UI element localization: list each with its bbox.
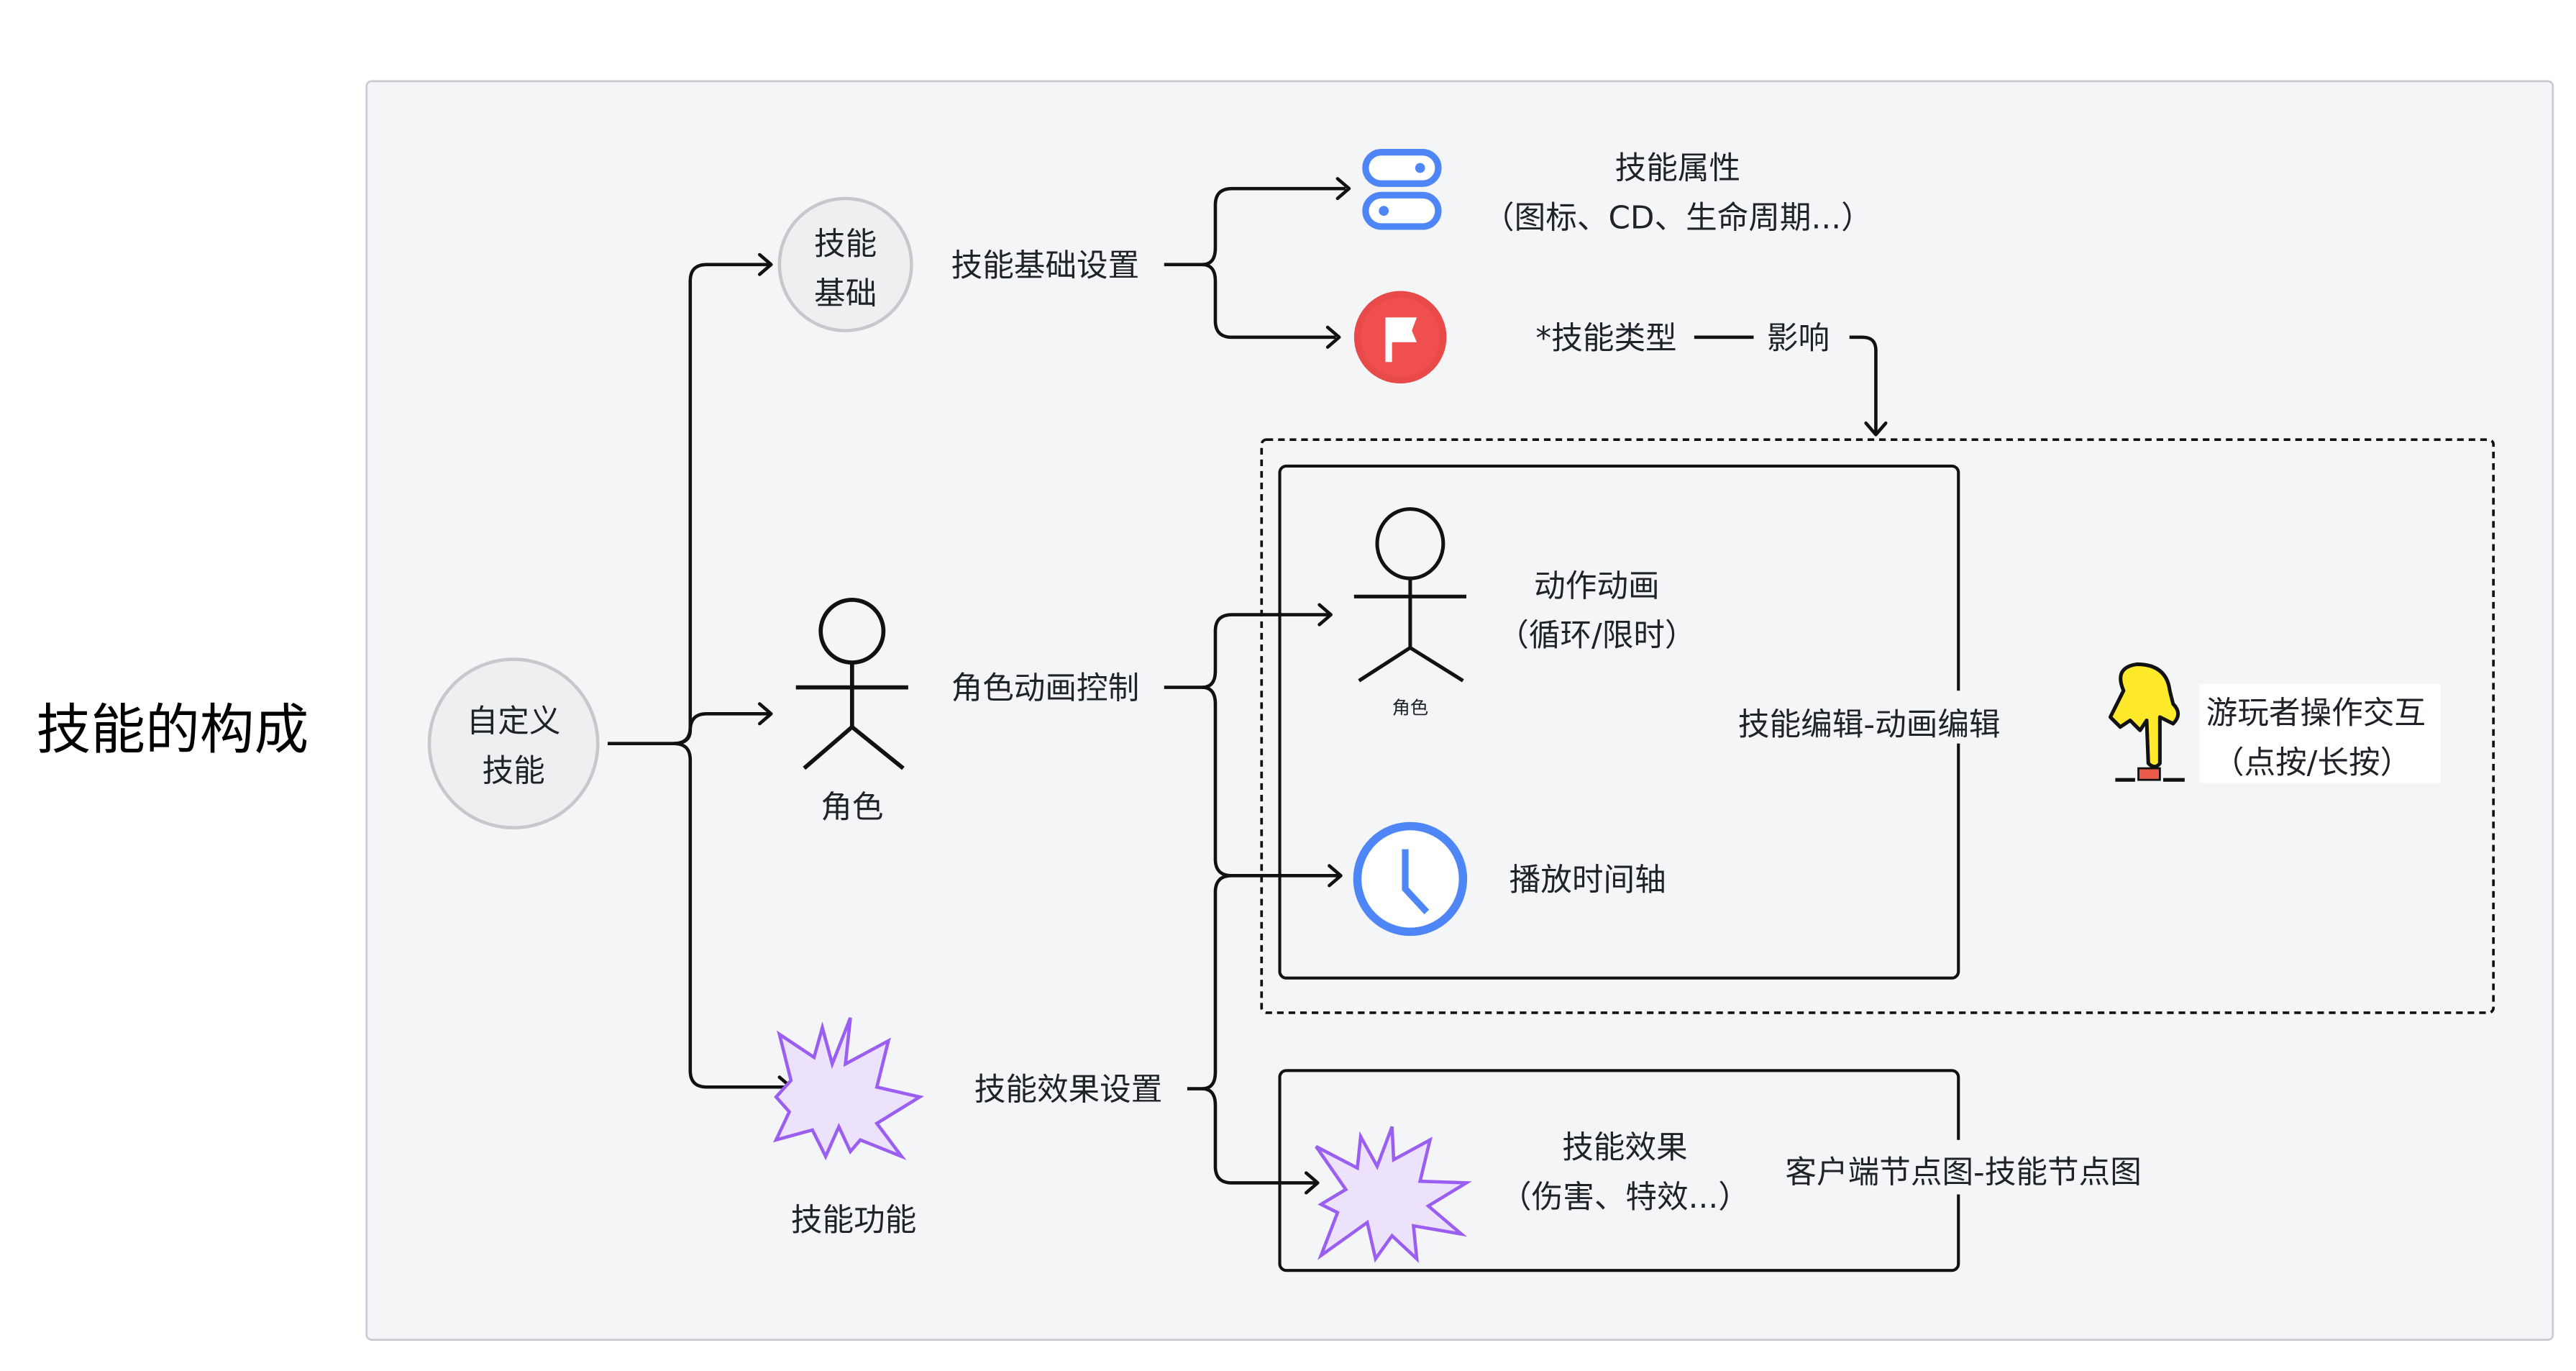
attributes-detail: （图标、CD、生命周期...） [1483,200,1873,236]
clock-icon [1353,821,1468,937]
figure-caption: 角色 [1392,697,1429,718]
starburst-icon[interactable] [772,1016,924,1161]
arrowhead [1304,1171,1320,1195]
influence-label: 影响 [1767,321,1830,357]
action-animation-detail: （循环/限时） [1497,618,1696,654]
arrowhead [1335,177,1351,201]
root-node-label-2: 技能 [482,753,544,789]
function-branch-label: 技能效果设置 [974,1072,1163,1108]
pointing-hand-icon [2108,662,2185,782]
attributes-title: 技能属性 [1615,150,1740,186]
arrowhead [1864,421,1888,437]
arrowhead [1317,603,1333,627]
animation-box-title-bg [1724,691,2015,744]
skill-effect-title: 技能效果 [1562,1130,1687,1166]
animation-box-title: 技能编辑-动画编辑 [1738,707,2001,743]
connector-to-function [673,742,790,1089]
basics-node-label-2: 基础 [814,276,877,312]
connector-to-character [673,712,770,745]
basics-node-circle [777,196,913,332]
interaction-title: 游玩者操作交互 [2206,696,2426,732]
node-graph-title: 客户端节点图-技能节点图 [1785,1154,2141,1190]
basics-branch-label: 技能基础设置 [951,248,1140,284]
influence-connector [1849,335,1878,433]
starburst-icon [1315,1126,1472,1263]
skill-type-label: *技能类型 [1535,321,1676,357]
diagram-panel [365,80,2554,1341]
connector-to-type [1202,263,1336,340]
red-flag-icon [1353,291,1447,384]
root-connectors [607,252,793,1099]
stick-figure-icon[interactable] [795,598,908,770]
page-title: 技能的构成 [37,698,309,762]
root-node-circle [427,657,600,830]
interaction-region [1260,438,2495,1014]
node-graph-title-bg [1761,1139,2165,1195]
root-node[interactable]: 自定义 技能 [427,657,600,830]
action-animation-title: 动作动画 [1534,568,1659,604]
character-branch-label: 角色动画控制 [951,671,1140,707]
arrowhead [757,702,773,726]
stick-figure-icon [1353,507,1466,683]
arrowhead [1328,864,1343,888]
basics-node-label-1: 技能 [814,227,877,263]
skill-effect-detail: （伤害、特效...） [1500,1180,1750,1216]
root-node-label-1: 自定义 [467,704,561,740]
character-node-label: 角色 [821,790,883,826]
basics-node[interactable]: 技能 基础 [777,196,913,332]
arrowhead [757,252,773,276]
timeline-title: 播放时间轴 [1509,862,1666,898]
interaction-label-bg [2199,684,2441,783]
connector-to-skill-effect [1202,1087,1317,1185]
arrowhead [1325,325,1341,349]
toggle-switches-icon [1362,149,1442,230]
interaction-detail: （点按/长按） [2213,745,2411,781]
function-node-label: 技能功能 [791,1203,916,1239]
